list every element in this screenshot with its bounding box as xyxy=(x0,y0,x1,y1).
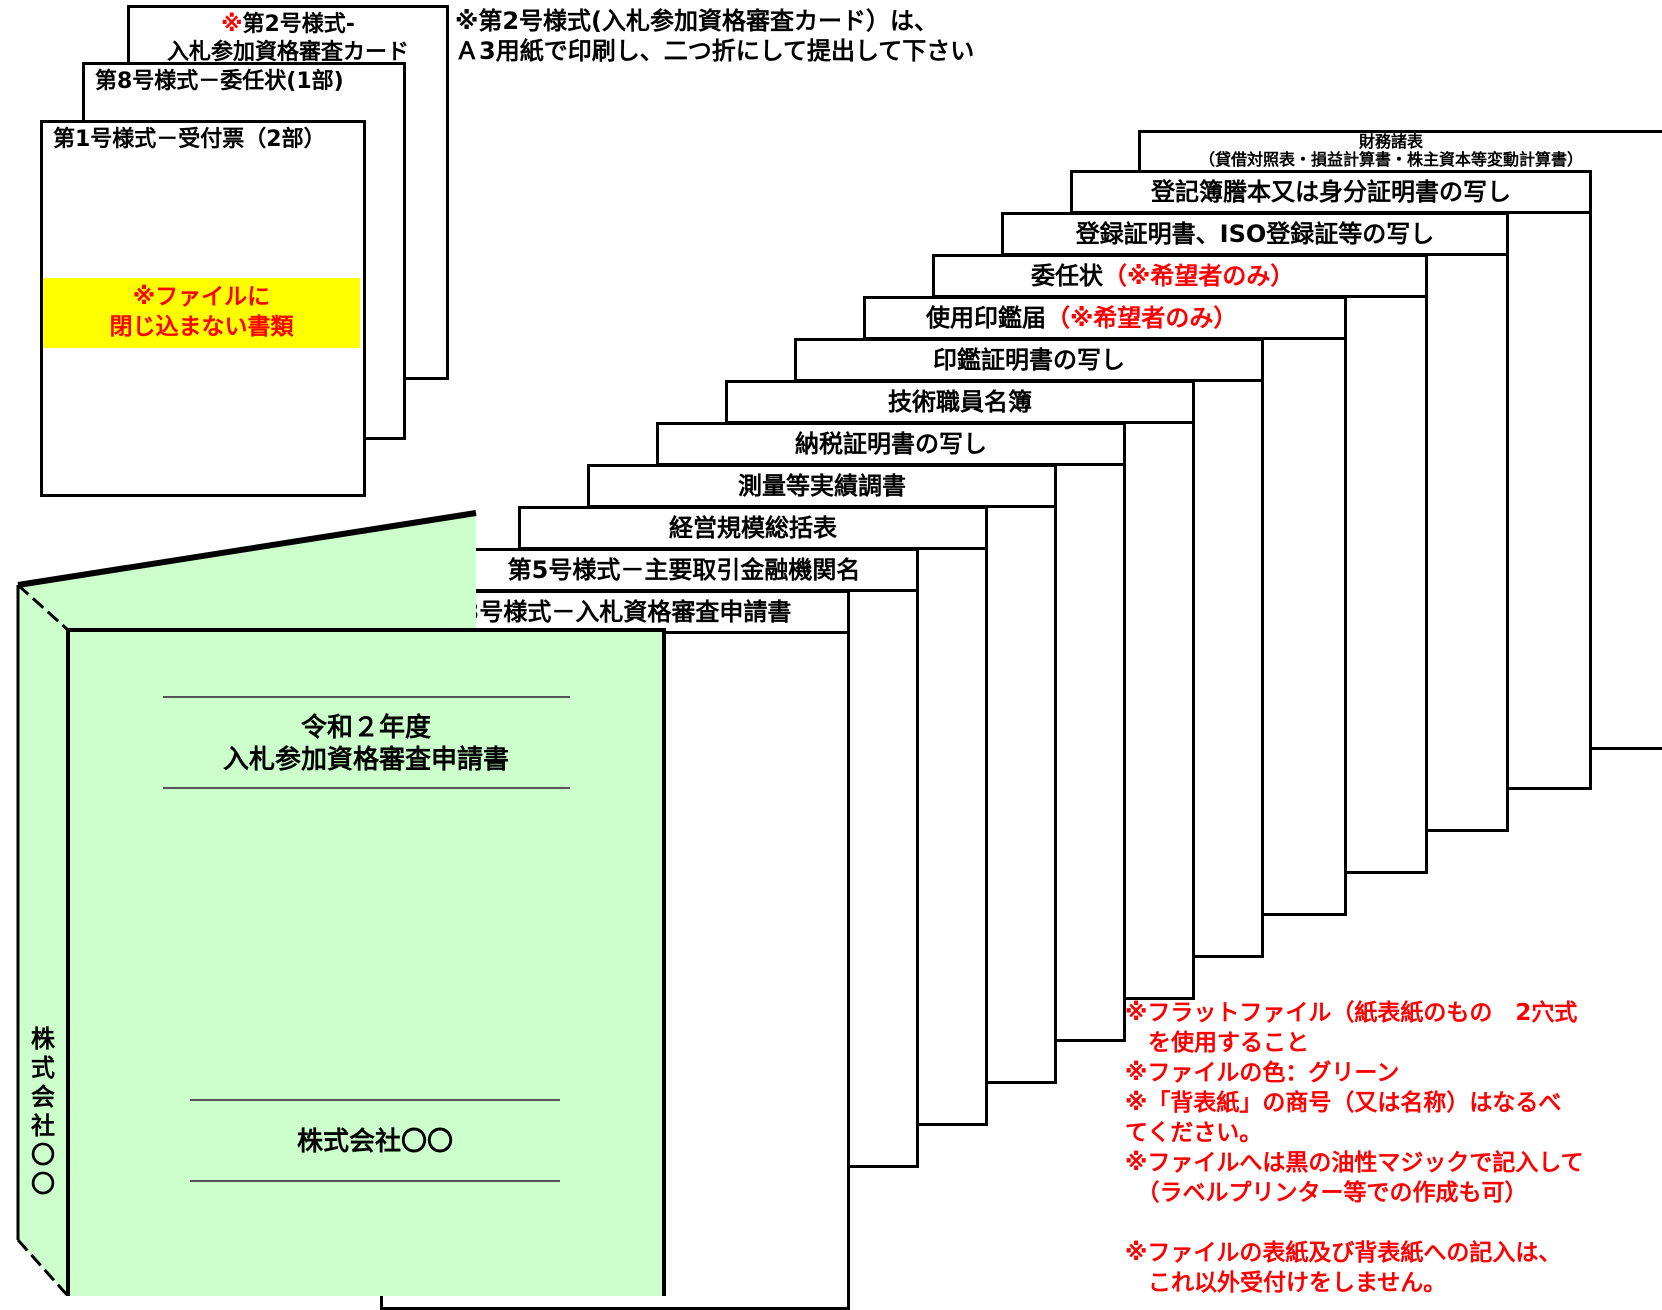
business-scale-title: 経営規模総括表 xyxy=(669,514,837,542)
spine-char: 社 xyxy=(31,1112,55,1140)
spine-char: 会 xyxy=(31,1083,55,1111)
binder-front-cover xyxy=(66,628,666,1296)
spine-char: 式 xyxy=(31,1054,55,1082)
spine-company-name: 株 式 会 社 〇 〇 xyxy=(22,1025,64,1199)
highlight-line2: 閉じ込まない書類 xyxy=(109,314,294,340)
financial-title-line2: （貸借対照表・損益計算書・株主資本等変動計算書） xyxy=(1198,150,1583,169)
cover-title-rules xyxy=(163,696,570,1182)
seal-registration-title: 使用印鑑届 xyxy=(926,304,1046,332)
a3-note-line2: Ａ3用紙で印刷し、二つ折にして提出して下さい xyxy=(455,37,975,65)
form2-title-line1: 第2号様式- xyxy=(242,12,355,37)
file-note-line xyxy=(1125,1208,1584,1238)
file-note-line: ※ファイルの表紙及び背表紙への記入は、 xyxy=(1125,1240,1562,1266)
form1-title: 第1号様式－受付票（2部） xyxy=(53,127,326,152)
cover-year: 令和２年度 xyxy=(300,713,431,743)
technical-staff-title: 技術職員名簿 xyxy=(888,388,1032,416)
file-note-line: ※「背表紙」の商号（又は名称）はなるべ xyxy=(1125,1090,1562,1116)
seal-certificate-title: 印鑑証明書の写し xyxy=(933,346,1125,374)
spine-char: 〇 xyxy=(31,1170,55,1198)
a3-note: ※第2号様式(入札参加資格審査カード）は、 Ａ3用紙で印刷し、二つ折にして提出し… xyxy=(455,6,974,66)
form5-title: 第5号様式－主要取引金融機関名 xyxy=(507,556,861,584)
spine-char: 〇 xyxy=(31,1141,55,1169)
seal-registration-note: （※希望者のみ） xyxy=(1046,304,1238,332)
form8-title: 第8号様式－委任状(1部) xyxy=(95,69,344,94)
cover-title: 入札参加資格審査申請書 xyxy=(222,745,509,775)
file-note-line: ※ファイルへは黒の油性マジックで記入して xyxy=(1125,1150,1584,1176)
cover-company: 株式会社〇〇 xyxy=(296,1127,453,1157)
survey-record-title: 測量等実績調書 xyxy=(738,472,906,500)
spine-char: 株 xyxy=(31,1025,55,1053)
a3-note-line1: ※第2号様式(入札参加資格審査カード）は、 xyxy=(455,7,938,35)
file-note-line: てください。 xyxy=(1125,1120,1263,1146)
form3-title: 第3号様式－入札資格審査申請書 xyxy=(438,598,792,626)
file-note-line: ※フラットファイル（紙表紙のもの 2穴式 xyxy=(1125,1000,1578,1026)
registration-title: 登録証明書、ISO登録証等の写し xyxy=(1075,220,1435,248)
proxy-note: （※希望者のみ） xyxy=(1103,262,1295,290)
file-note-line: ※ファイルの色：グリーン xyxy=(1125,1060,1400,1086)
binder-spine xyxy=(16,583,70,1296)
tax-certificate-title: 納税証明書の写し xyxy=(795,430,987,458)
file-note-line: これ以外受付けをしません。 xyxy=(1125,1270,1447,1296)
doc-form1-receipt: 第1号様式－受付票（2部） ※ファイルに 閉じ込まない書類 xyxy=(40,120,366,497)
file-note-line: （ラベルプリンター等での作成も可） xyxy=(1125,1180,1528,1206)
registry-title: 登記簿謄本又は身分証明書の写し xyxy=(1151,178,1511,206)
file-note-line: を使用すること xyxy=(1125,1030,1309,1056)
proxy-title: 委任状 xyxy=(1031,262,1103,290)
financial-title-line1: 財務諸表 xyxy=(1358,132,1423,151)
file-instructions: ※フラットファイル（紙表紙のもの 2穴式 を使用すること ※ファイルの色：グリー… xyxy=(1125,998,1584,1298)
form2-mark: ※ xyxy=(221,12,243,37)
highlight-line1: ※ファイルに xyxy=(132,284,271,310)
form2-title-line2: 入札参加資格審査カード xyxy=(166,40,409,65)
not-bound-highlight: ※ファイルに 閉じ込まない書類 xyxy=(43,278,360,348)
